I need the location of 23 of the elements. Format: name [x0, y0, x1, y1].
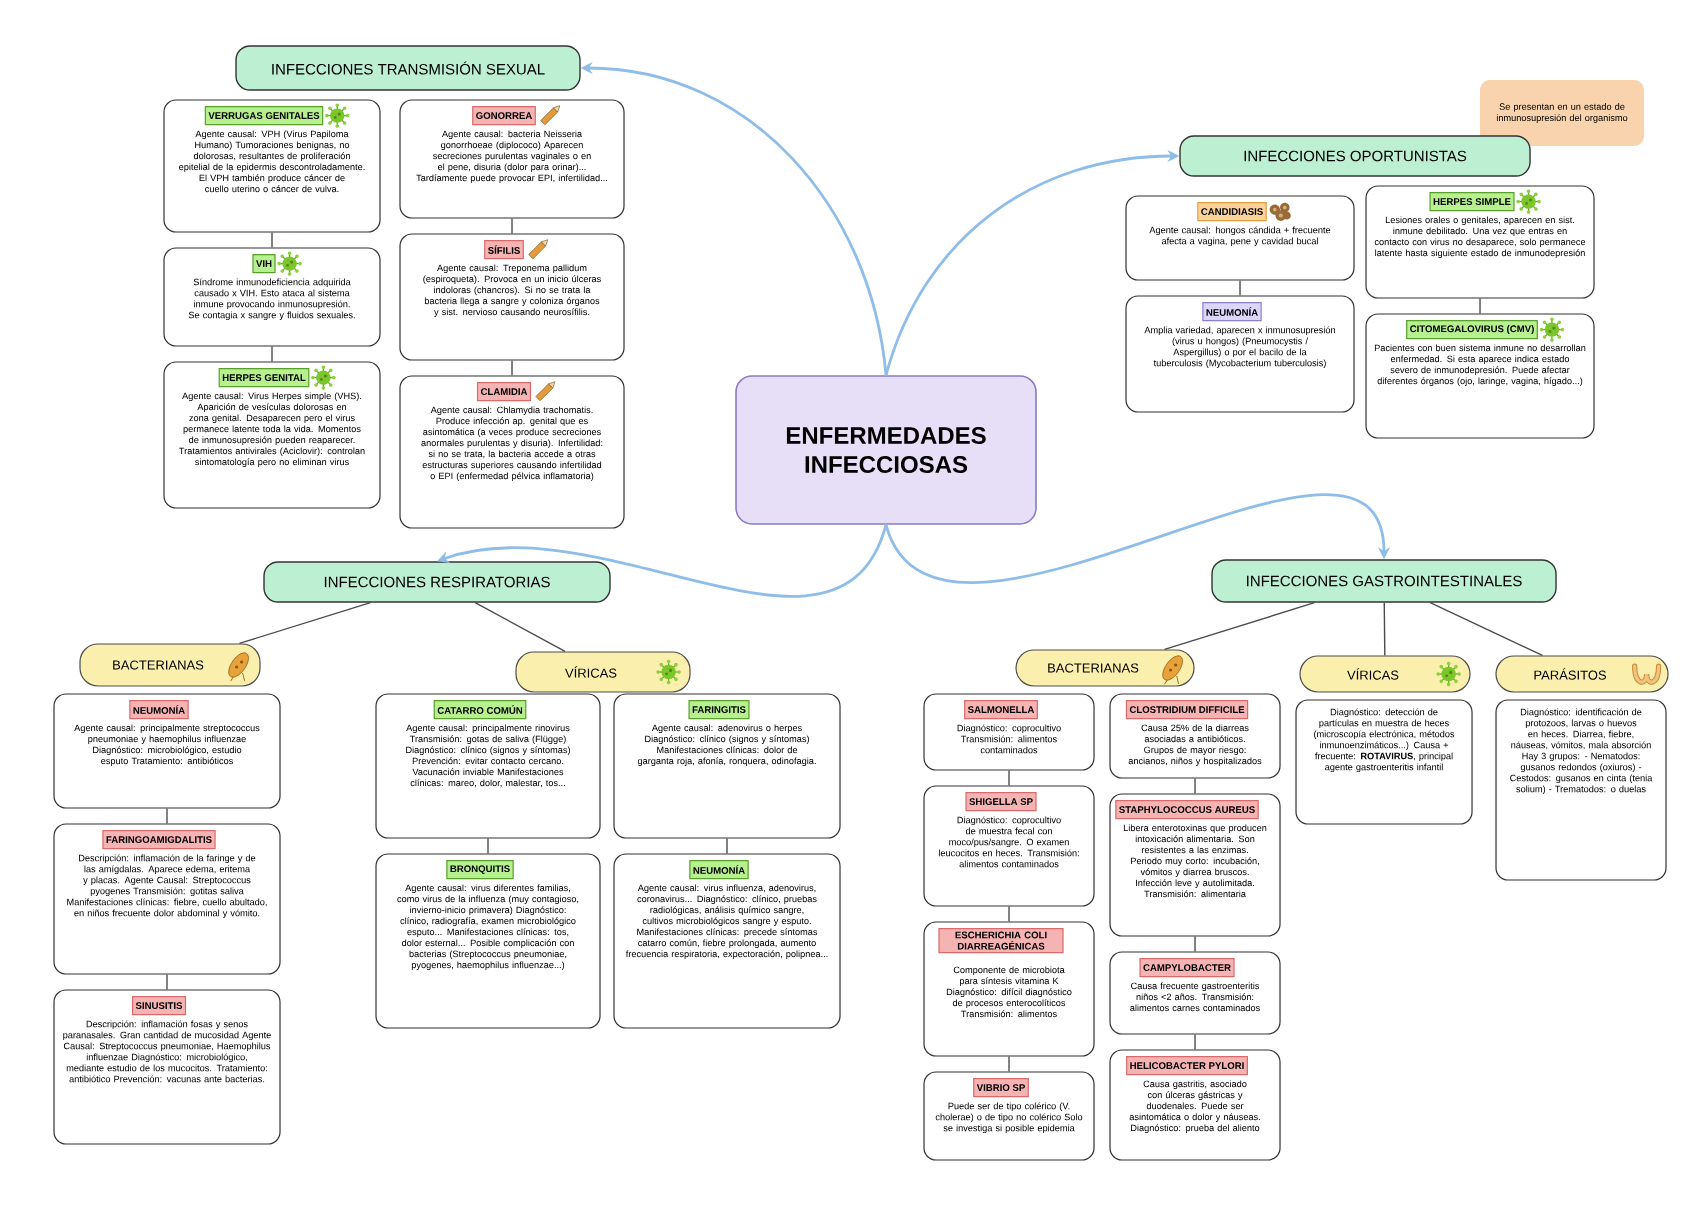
title-box: ENFERMEDADES INFECCIOSAS	[735, 375, 1037, 525]
connector	[487, 837, 489, 855]
connector	[726, 837, 728, 855]
connector	[271, 231, 273, 249]
connector	[238, 602, 372, 645]
connector	[1194, 935, 1196, 953]
connector	[1008, 905, 1010, 923]
connector	[1008, 769, 1010, 787]
connector	[474, 602, 566, 653]
connector	[1429, 602, 1544, 657]
connector	[1008, 1055, 1010, 1073]
connector	[511, 359, 513, 377]
connector	[1194, 1033, 1196, 1051]
connector	[271, 345, 273, 363]
connector	[1194, 777, 1196, 795]
connector	[1163, 602, 1316, 651]
connector	[1479, 297, 1481, 315]
connector	[884, 493, 1391, 584]
connector	[166, 973, 168, 991]
connector	[1239, 279, 1241, 297]
connector	[511, 217, 513, 235]
connector	[166, 807, 168, 825]
connector	[1383, 602, 1386, 657]
